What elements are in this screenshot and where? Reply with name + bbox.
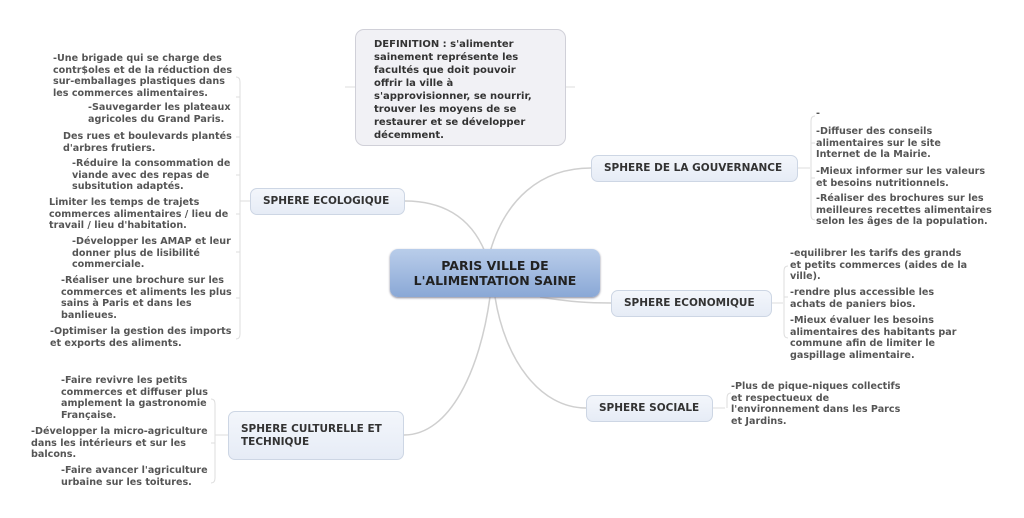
- leaf-item[interactable]: -Optimiser la gestion des imports et exp…: [50, 326, 232, 349]
- leaf-item[interactable]: -Développer les AMAP et leur donner plus…: [72, 236, 231, 271]
- bracket-culturelle: [210, 398, 228, 484]
- leaf-item[interactable]: -equilibrer les tarifs des grands et pet…: [790, 248, 968, 283]
- leaf-item[interactable]: -Sauvegarder les plateaux agricoles du G…: [88, 102, 231, 125]
- connector-economique: [539, 296, 612, 304]
- leaf-item[interactable]: -Faire avancer l'agriculture urbaine sur…: [61, 465, 208, 488]
- connector-culturelle: [403, 296, 491, 436]
- branch-label: SPHERE CULTURELLE ET TECHNIQUE: [241, 422, 382, 448]
- leaf-item[interactable]: -Diffuser des conseils alimentaires sur …: [816, 126, 941, 161]
- definition-text: DEFINITION : s'alimenter sainement repré…: [374, 39, 532, 141]
- branch-label: SPHERE ECOLOGIQUE: [263, 195, 390, 207]
- branch-sphere-gouvernance[interactable]: SPHERE DE LA GOUVERNANCE: [591, 155, 798, 182]
- bracket-sociale: [713, 392, 732, 409]
- branch-label: SPHERE DE LA GOUVERNANCE: [604, 162, 783, 174]
- leaf-item[interactable]: -Une brigade qui se charge des contr$ole…: [53, 53, 233, 99]
- central-topic[interactable]: PARIS VILLE DE L'ALIMENTATION SAINE: [390, 249, 600, 297]
- leaf-item[interactable]: Limiter les temps de trajets commerces a…: [49, 197, 229, 232]
- branch-sphere-ecologique[interactable]: SPHERE ECOLOGIQUE: [250, 188, 405, 215]
- connector-sociale: [494, 296, 587, 409]
- leaf-item[interactable]: -Faire revivre les petits commerces et d…: [61, 375, 208, 421]
- definition-note[interactable]: DEFINITION : s'alimenter sainement repré…: [355, 29, 566, 146]
- leaf-item[interactable]: -: [816, 108, 820, 119]
- leaf-item[interactable]: -Réduire la consommation de viande avec …: [72, 158, 231, 193]
- leaf-item[interactable]: -Mieux informer sur les valeurs et besoi…: [816, 166, 986, 189]
- leaf-item[interactable]: -rendre plus accessible les achats de pa…: [790, 287, 935, 310]
- leaf-item[interactable]: -Réaliser une brochure sur les commerces…: [61, 275, 232, 321]
- leaf-item[interactable]: Des rues et boulevards plantés d'arbres …: [63, 131, 232, 154]
- bracket-economique: [772, 265, 789, 339]
- branch-sphere-culturelle[interactable]: SPHERE CULTURELLE ET TECHNIQUE: [228, 411, 404, 460]
- leaf-item[interactable]: -Réaliser des brochures sur les meilleur…: [816, 193, 992, 228]
- connector-ecologique: [404, 200, 486, 253]
- connector-gouvernance: [489, 167, 592, 253]
- branch-sphere-economique[interactable]: SPHERE ECONOMIQUE: [611, 290, 772, 317]
- branch-sphere-sociale[interactable]: SPHERE SOCIALE: [586, 395, 713, 422]
- leaf-item[interactable]: -Développer la micro-agriculture dans le…: [31, 426, 208, 461]
- central-topic-label: PARIS VILLE DE L'ALIMENTATION SAINE: [413, 258, 577, 288]
- branch-label: SPHERE SOCIALE: [599, 402, 700, 414]
- leaf-item[interactable]: -Plus de pique-niques collectifs et resp…: [731, 381, 901, 427]
- branch-label: SPHERE ECONOMIQUE: [624, 297, 755, 309]
- leaf-item[interactable]: -Mieux évaluer les besoins alimentaires …: [790, 315, 957, 361]
- bracket-gouvernance: [798, 115, 816, 221]
